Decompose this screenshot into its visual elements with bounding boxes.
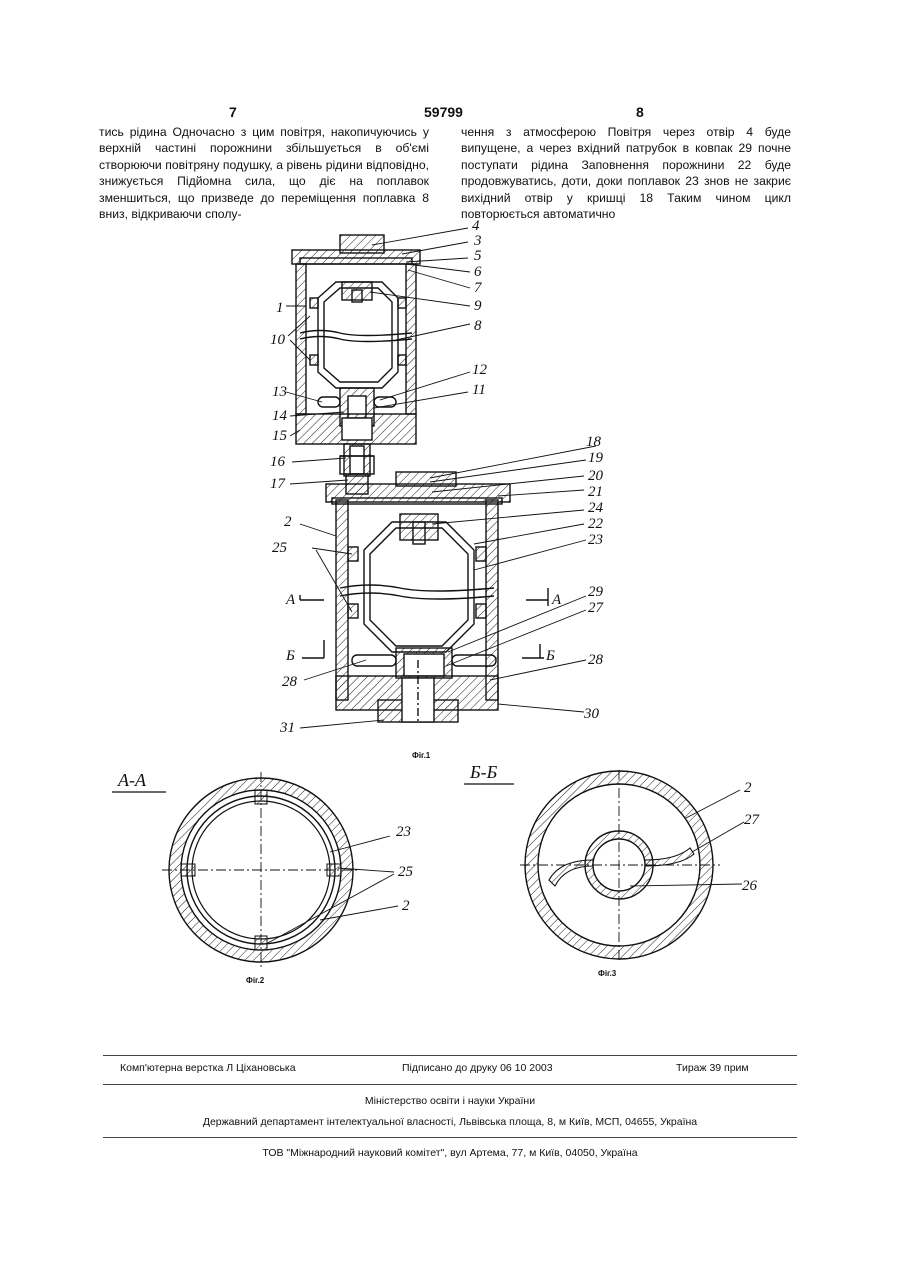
label-16: 16: [270, 454, 286, 470]
label-23: 23: [588, 532, 603, 548]
label-24: 24: [588, 500, 604, 516]
section-mark-b-right: Б: [545, 648, 555, 664]
figure1-lower-drawing: [300, 472, 548, 722]
label-14: 14: [272, 408, 288, 424]
section-mark-a-left: А: [285, 592, 296, 608]
label-6: 6: [474, 264, 482, 280]
label-3: 3: [473, 233, 482, 249]
footer-circulation: Тираж 39 прим: [676, 1062, 749, 1074]
technical-drawing: 4 3 5 6 7 9 8 12 11 18 19 20 21 24 22 23…: [0, 0, 900, 1010]
label-1: 1: [276, 300, 284, 316]
label-28-right: 28: [588, 652, 604, 668]
label-31: 31: [279, 720, 295, 736]
figure2-caption: Фіг.2: [246, 976, 265, 985]
label-5: 5: [474, 248, 482, 264]
figure3-caption: Фіг.3: [598, 969, 617, 978]
footer-layout: Комп'ютерна верстка Л Ціхановська: [120, 1062, 296, 1074]
footer-rule-bottom: [103, 1137, 797, 1138]
label-8: 8: [474, 318, 482, 334]
label-27: 27: [588, 600, 605, 616]
label-18: 18: [586, 434, 602, 450]
label-17: 17: [270, 476, 287, 492]
label-21: 21: [588, 484, 603, 500]
label-22: 22: [588, 516, 604, 532]
label-10: 10: [270, 332, 286, 348]
label-2: 2: [284, 514, 292, 530]
label-9: 9: [474, 298, 482, 314]
section-mark-a-right: А: [551, 592, 562, 608]
label-25: 25: [272, 540, 288, 556]
label-13: 13: [272, 384, 287, 400]
footer-company: ТОВ "Міжнародний науковий комітет", вул …: [0, 1147, 900, 1159]
label-28-left: 28: [282, 674, 298, 690]
figure2-drawing: А-А 23 25 2 Фіг.2: [112, 770, 414, 985]
footer-rule-middle: [103, 1084, 797, 1085]
label-11: 11: [472, 382, 486, 398]
fig3-label-27: 27: [744, 812, 761, 828]
section-mark-b-left: Б: [285, 648, 295, 664]
label-4: 4: [472, 218, 480, 234]
figure1-drawing: [292, 235, 420, 494]
label-19: 19: [588, 450, 604, 466]
footer-ministry: Міністерство освіти і науки України: [0, 1095, 900, 1107]
figure3-drawing: Б-Б 2 27 26 Фіг.3: [464, 762, 761, 978]
figure2-title: А-А: [117, 770, 147, 790]
label-30: 30: [583, 706, 600, 722]
fig3-label-2: 2: [744, 780, 752, 796]
fig2-label-23: 23: [396, 824, 411, 840]
label-29: 29: [588, 584, 604, 600]
footer-department: Державний департамент інтелектуальної вл…: [0, 1116, 900, 1128]
label-12: 12: [472, 362, 488, 378]
fig2-label-2: 2: [402, 898, 410, 914]
label-7: 7: [474, 280, 483, 296]
label-15: 15: [272, 428, 288, 444]
figure3-title: Б-Б: [469, 762, 498, 782]
fig3-label-26: 26: [742, 878, 758, 894]
figure1-caption: Фіг.1: [412, 751, 431, 760]
footer-signed: Підписано до друку 06 10 2003: [402, 1062, 553, 1074]
label-20: 20: [588, 468, 604, 484]
footer-rule-top: [103, 1055, 797, 1056]
fig2-label-25: 25: [398, 864, 414, 880]
